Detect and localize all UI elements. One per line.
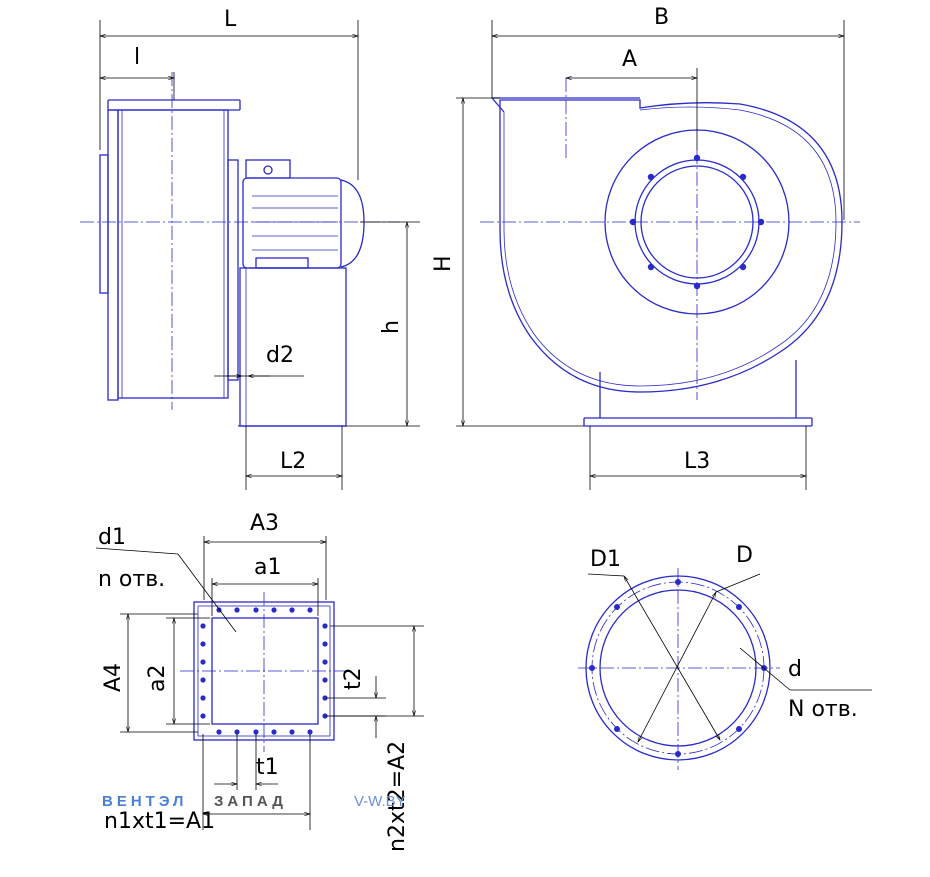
label-N-holes: N отв. [788,697,858,722]
label-d: d [788,657,802,682]
label-B: B [654,5,669,30]
label-H: H [431,255,456,272]
label-l: l [134,45,140,70]
label-L3: L3 [684,449,710,474]
label-d1: d1 [98,525,126,550]
label-n1t1: n1xt1=A1 [104,809,215,834]
watermark-part1: ВЕНТЭЛ [102,793,187,810]
label-n-holes: n отв. [98,567,165,592]
label-L: L [224,7,237,32]
label-A4: A4 [101,663,126,692]
label-h: h [379,320,404,334]
label-D1: D1 [590,547,621,572]
inlet-bolt-holes [629,154,765,290]
inlet-flange-view [578,568,872,770]
front-view [456,20,860,490]
label-n2t2: n2xt2=A2 [385,741,410,852]
label-t1: t1 [256,755,279,780]
dimension-labels: L l B A H h d2 L2 L3 A3 a1 d1 n отв. A4 … [98,5,858,852]
side-view [80,20,420,490]
label-t2: t2 [341,667,366,690]
label-a2: a2 [145,665,170,692]
label-A: A [622,47,637,72]
label-L2: L2 [280,449,306,474]
watermark: ВЕНТЭЛ ЗАПАД V-W.BY [102,793,406,810]
label-D: D [736,543,753,568]
watermark-part2: ЗАПАД [214,793,287,810]
label-a1: a1 [254,555,281,580]
label-d2: d2 [266,343,294,368]
label-A3: A3 [250,511,279,536]
outlet-bolt-holes [200,607,328,735]
watermark-part3: V-W.BY [354,793,406,810]
outlet-flange-view [95,536,424,830]
